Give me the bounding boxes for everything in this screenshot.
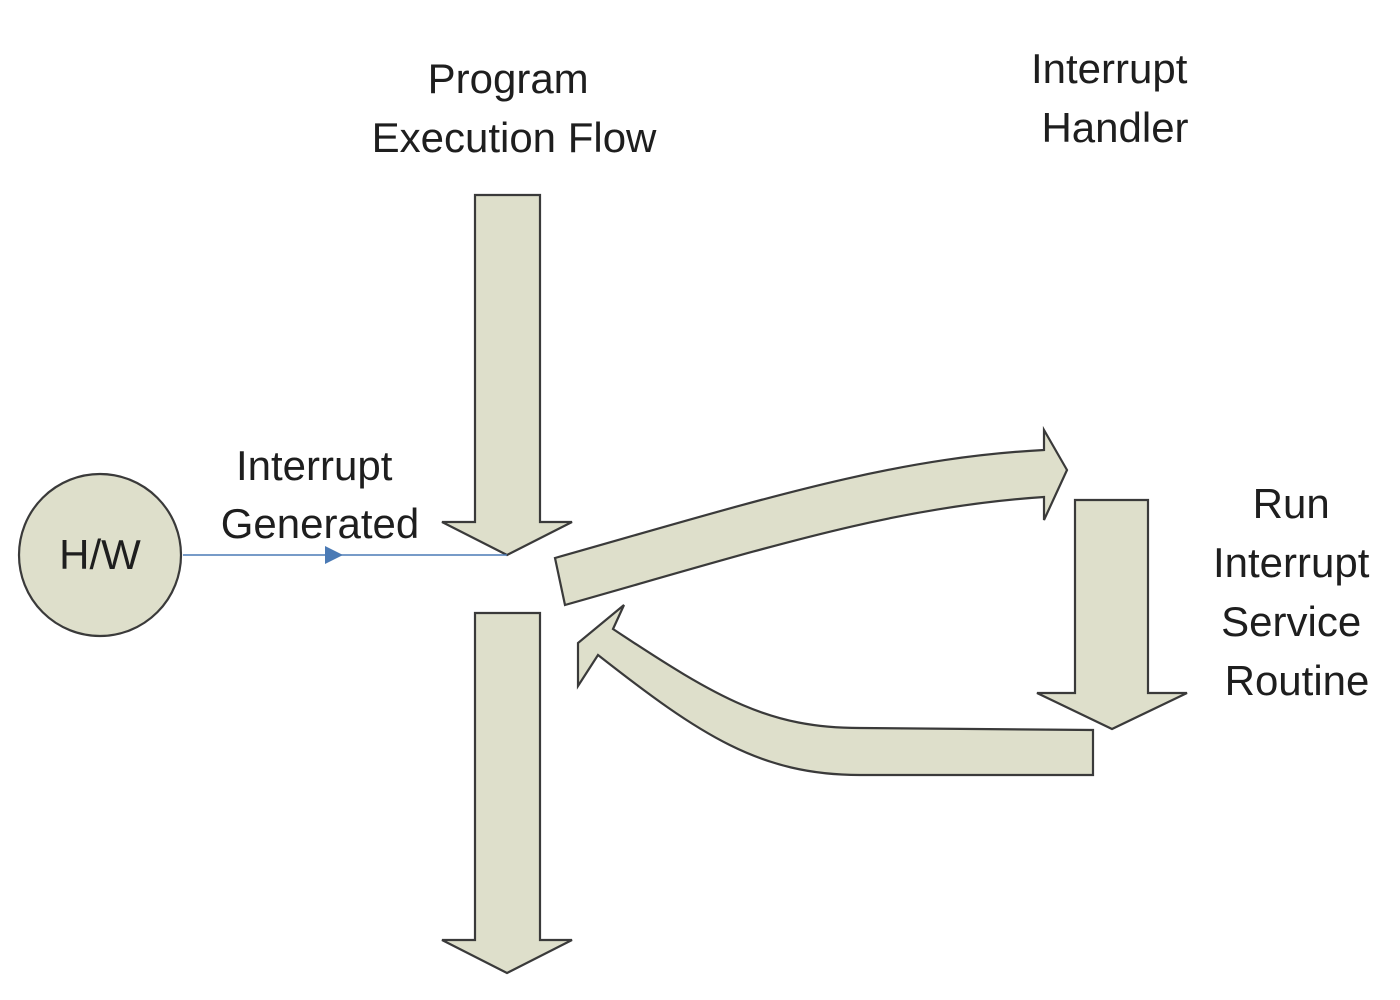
run-isr-label: Run Interrupt Service Routine [1213,480,1381,704]
interrupt-generated-label: Interrupt Generated [221,442,419,547]
return-from-interrupt-arrow [576,604,1095,777]
run-isr-label-line-1: Run [1253,480,1330,527]
hardware-label: H/W [59,531,141,578]
run-isr-arrow [1036,498,1188,731]
program-flow-arrow-bottom [441,611,573,975]
hardware-node [17,472,183,638]
program-flow-label-line-2: Execution Flow [372,114,657,161]
interrupt-handler-label-line-2: Handler [1041,104,1188,151]
interrupt-generated-label-line-1: Interrupt [236,442,393,489]
run-isr-label-line-2: Interrupt [1213,539,1370,586]
run-isr-label-line-3: Service [1221,598,1361,645]
program-flow-label: Program Execution Flow [372,55,657,161]
interrupt-signal-arrowhead [325,546,343,564]
program-flow-arrow-top [441,193,573,557]
run-isr-label-line-4: Routine [1225,657,1370,704]
program-flow-label-line-1: Program [428,55,589,102]
interrupt-generated-label-line-2: Generated [221,500,419,547]
interrupt-handler-label-line-1: Interrupt [1031,45,1188,92]
jump-to-handler-arrow [553,425,1069,607]
interrupt-handler-label: Interrupt Handler [1031,45,1199,151]
